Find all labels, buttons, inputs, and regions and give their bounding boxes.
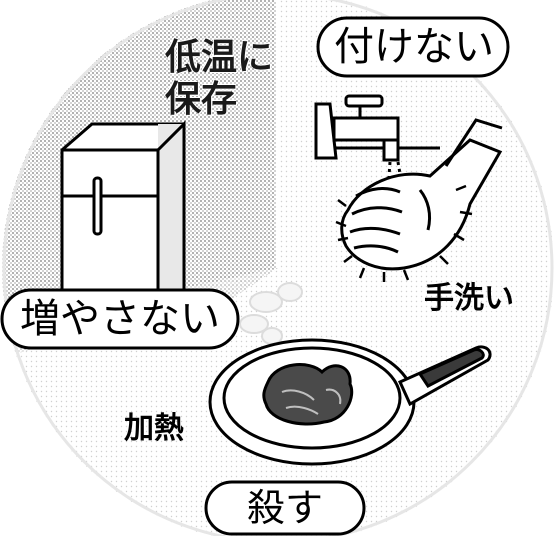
hands-washing-icon	[335, 118, 503, 282]
hand-washing-label: 手洗い	[424, 281, 514, 316]
frying-pan-icon	[208, 338, 492, 466]
cold-storage-label: 低温に	[165, 37, 274, 78]
faucet-icon	[314, 94, 440, 191]
prevent-growth-label: 増やさない	[20, 296, 220, 342]
heating-label: 加熱	[124, 411, 184, 446]
refrigerator-icon	[60, 120, 186, 294]
destroy-label: 殺す	[246, 486, 323, 530]
cold-storage-label-2: 保存	[165, 79, 238, 120]
prevent-contamination-label: 付けない	[334, 24, 494, 70]
pill-outline-prevent-contamination	[316, 16, 510, 78]
pill-outline-destroy	[204, 480, 366, 536]
pill-outline-prevent-growth	[0, 288, 240, 350]
